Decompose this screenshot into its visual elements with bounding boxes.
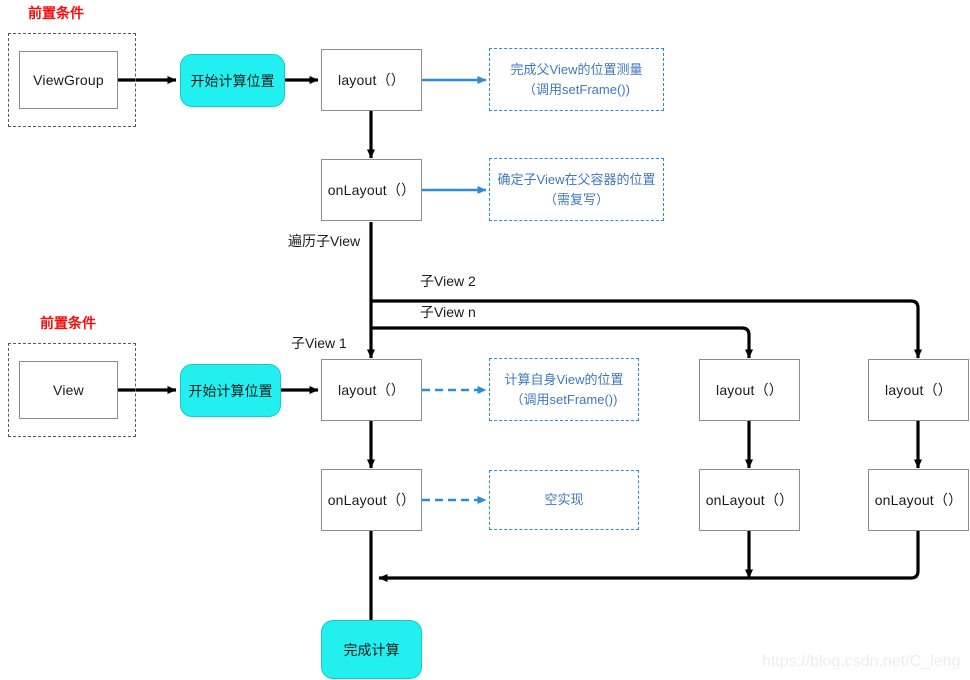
note-line-2: （需复写）: [543, 191, 609, 207]
node-child2-onlayout[interactable]: onLayout（）: [868, 469, 969, 531]
edge-label-childn: 子View n: [420, 304, 476, 320]
edge-label-child1: 子View 1: [291, 335, 347, 351]
note-line-1: 完成父View的位置测量: [510, 61, 643, 77]
precondition-frame-bottom: [8, 343, 136, 437]
note-line-1: 计算自身View的位置: [504, 371, 624, 387]
node-parent-layout[interactable]: layout（）: [321, 49, 422, 111]
watermark: https://blog.csdn.net/C_leng: [762, 653, 961, 670]
node-childn-onlayout[interactable]: onLayout（）: [699, 469, 800, 531]
note-parent-layout: 完成父View的位置测量 （调用setFrame()): [489, 48, 664, 111]
note-line-2: （调用setFrame()): [523, 81, 630, 97]
node-viewgroup[interactable]: ViewGroup: [19, 51, 118, 109]
note-line-1: 空实现: [544, 492, 584, 507]
node-start-bottom[interactable]: 开始计算位置: [180, 364, 281, 417]
precondition-label-bottom: 前置条件: [40, 315, 96, 331]
node-finish[interactable]: 完成计算: [321, 620, 422, 679]
edge-child2-onlayout-to-bus: [378, 531, 920, 582]
precondition-label-top: 前置条件: [28, 5, 84, 21]
node-childn-layout[interactable]: layout（）: [699, 359, 800, 421]
node-child1-layout[interactable]: layout（）: [321, 359, 422, 421]
node-child2-layout[interactable]: layout（）: [868, 359, 969, 421]
node-parent-onlayout[interactable]: onLayout（）: [321, 159, 422, 221]
edge-branch-childn: [371, 326, 753, 359]
edge-label-child2: 子View 2: [420, 273, 476, 289]
note-line-2: （调用setFrame()): [510, 391, 618, 407]
node-child1-onlayout[interactable]: onLayout（）: [321, 469, 422, 531]
edge-branch-child2: [371, 299, 922, 359]
note-line-1: 确定子View在父容器的位置: [497, 171, 656, 187]
note-parent-onlayout: 确定子View在父容器的位置 （需复写）: [489, 158, 664, 221]
precondition-frame-top: [8, 33, 136, 127]
node-view[interactable]: View: [19, 361, 118, 419]
note-child1-onlayout: 空实现: [489, 470, 639, 530]
node-start-top[interactable]: 开始计算位置: [180, 54, 285, 107]
note-child1-layout: 计算自身View的位置 （调用setFrame()): [489, 358, 639, 421]
edge-label-traverse: 遍历子View: [288, 233, 361, 249]
